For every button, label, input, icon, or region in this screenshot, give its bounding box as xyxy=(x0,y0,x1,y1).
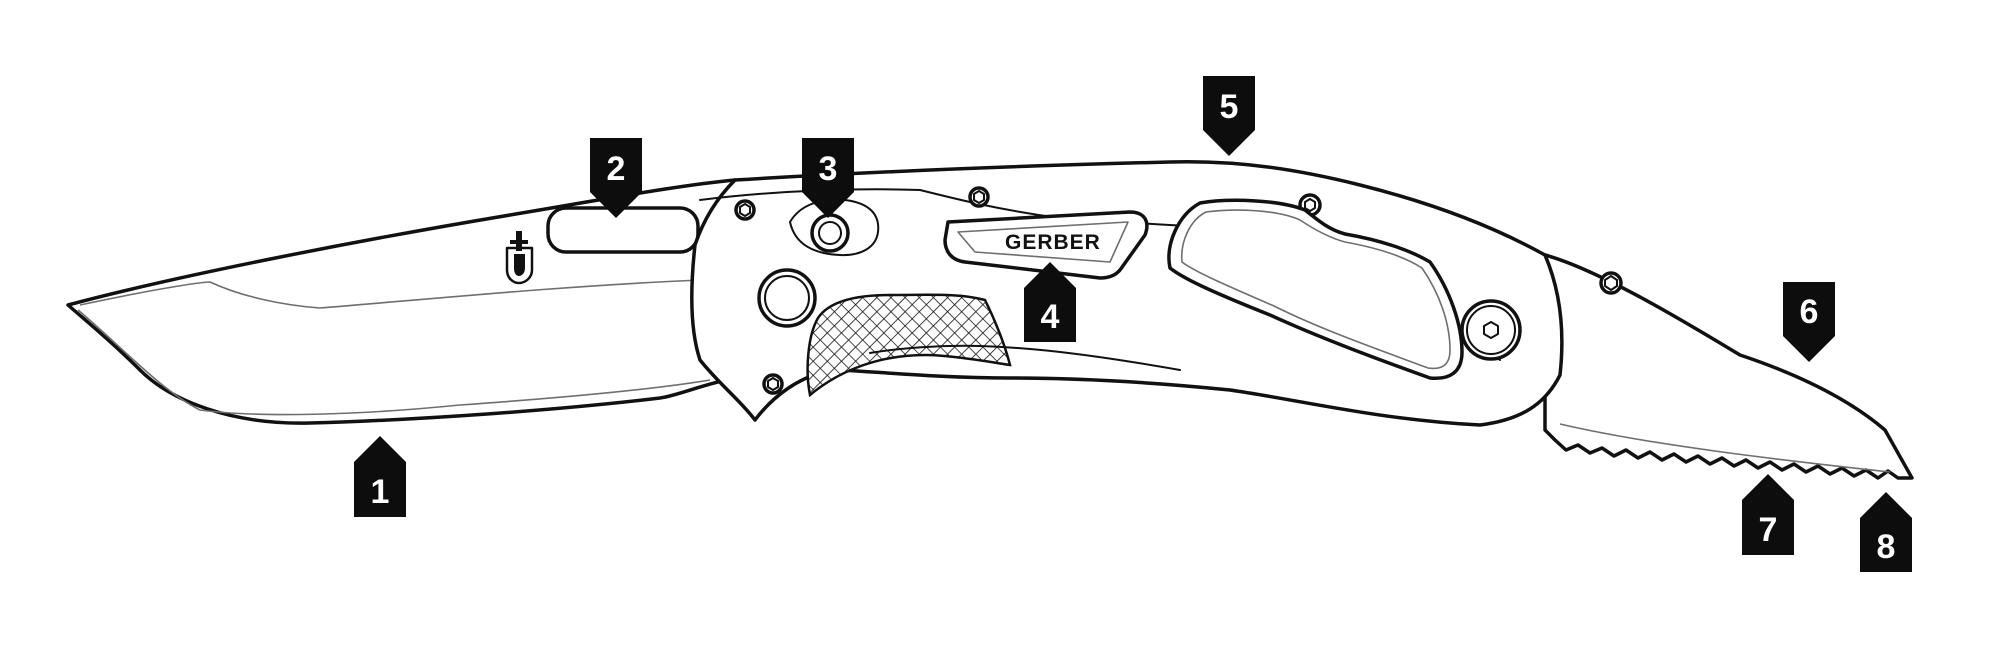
rear-hex-screw xyxy=(1460,299,1522,361)
callout-5: 5 xyxy=(1203,76,1255,156)
gerber-trident-logo xyxy=(505,231,534,285)
callout-7: 7 xyxy=(1742,474,1794,555)
handle xyxy=(690,160,1564,427)
callout-1: 1 xyxy=(354,436,406,517)
serrated-blade xyxy=(1543,253,1914,480)
blade-grind-line xyxy=(79,279,701,309)
svg-text:8: 8 xyxy=(1877,528,1896,566)
svg-text:2: 2 xyxy=(607,150,626,188)
serration-grind-line xyxy=(1559,423,1891,473)
callout-3: 3 xyxy=(802,138,854,218)
svg-text:4: 4 xyxy=(1041,298,1060,336)
thumb-stud xyxy=(810,213,850,253)
thumb-stud-serrated xyxy=(1599,271,1623,295)
svg-text:7: 7 xyxy=(1759,511,1778,549)
serrated-knife xyxy=(1543,253,1914,480)
svg-text:5: 5 xyxy=(1220,88,1239,126)
thumb-slot xyxy=(546,206,700,254)
handle-cutout xyxy=(1167,198,1464,381)
brand-text: GERBER xyxy=(1005,231,1101,254)
main-knife: GERBER xyxy=(66,160,1564,427)
callout-6: 6 xyxy=(1783,282,1835,362)
callout-4: 4 xyxy=(1024,262,1076,342)
callout-2: 2 xyxy=(590,138,642,218)
screw-top-left xyxy=(734,199,756,221)
pivot-pin xyxy=(757,268,817,328)
svg-text:3: 3 xyxy=(819,150,838,188)
callout-8: 8 xyxy=(1860,492,1912,572)
finger-groove-line xyxy=(869,344,1181,371)
svg-text:1: 1 xyxy=(371,473,390,511)
screw-top-middle xyxy=(968,186,990,208)
textured-grip-inlay xyxy=(806,293,1012,398)
screw-bottom-left xyxy=(762,373,784,395)
blade-edge-bevel xyxy=(77,309,711,416)
svg-text:6: 6 xyxy=(1800,293,1819,331)
